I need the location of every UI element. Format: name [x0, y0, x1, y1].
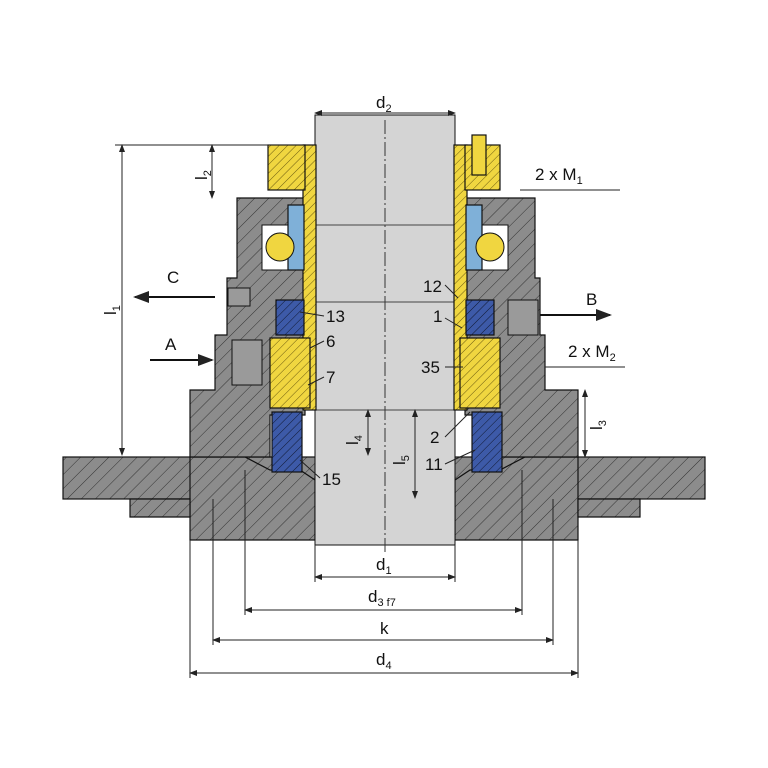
- part-11: 11: [425, 455, 443, 474]
- port-c-label: C: [167, 268, 179, 287]
- part-1: 1: [433, 307, 442, 326]
- label-l2: l2: [192, 170, 214, 180]
- port-b-label: B: [586, 290, 597, 309]
- part-15: 15: [322, 470, 341, 489]
- label-l4: l4: [343, 435, 365, 445]
- part-6: 6: [326, 332, 335, 351]
- leader-lines: [299, 284, 476, 479]
- label-l1: l1: [101, 305, 123, 315]
- part-13: 13: [326, 307, 345, 326]
- label-d1: d1: [376, 555, 392, 577]
- port-a-label: A: [165, 335, 177, 354]
- label-k: k: [380, 619, 389, 638]
- label-l5: l5: [390, 455, 412, 465]
- part-2: 2: [430, 428, 439, 447]
- label-d4: d4: [376, 650, 392, 672]
- shaft: [314, 114, 456, 555]
- label-m2: 2 x M2: [568, 342, 616, 364]
- dimension-labels: d2 d1 d3 f7 k d4 l1 l2 l3 l4 l5 2 x M1 2…: [101, 93, 616, 672]
- port-labels: C A B: [165, 268, 597, 354]
- part-35: 35: [421, 358, 440, 377]
- label-m1: 2 x M1: [535, 165, 583, 187]
- seal-faces: [269, 299, 503, 473]
- label-l3: l3: [587, 420, 609, 430]
- port-arrows: [133, 291, 612, 366]
- label-d3: d3 f7: [368, 587, 396, 609]
- label-d2: d2: [376, 93, 392, 115]
- bearings: [265, 204, 505, 271]
- part-number-labels: 13 6 7 15 12 1 35 2 11: [322, 277, 443, 489]
- dimension-lines: [115, 110, 625, 678]
- part-7: 7: [326, 368, 335, 387]
- part-12: 12: [423, 277, 442, 296]
